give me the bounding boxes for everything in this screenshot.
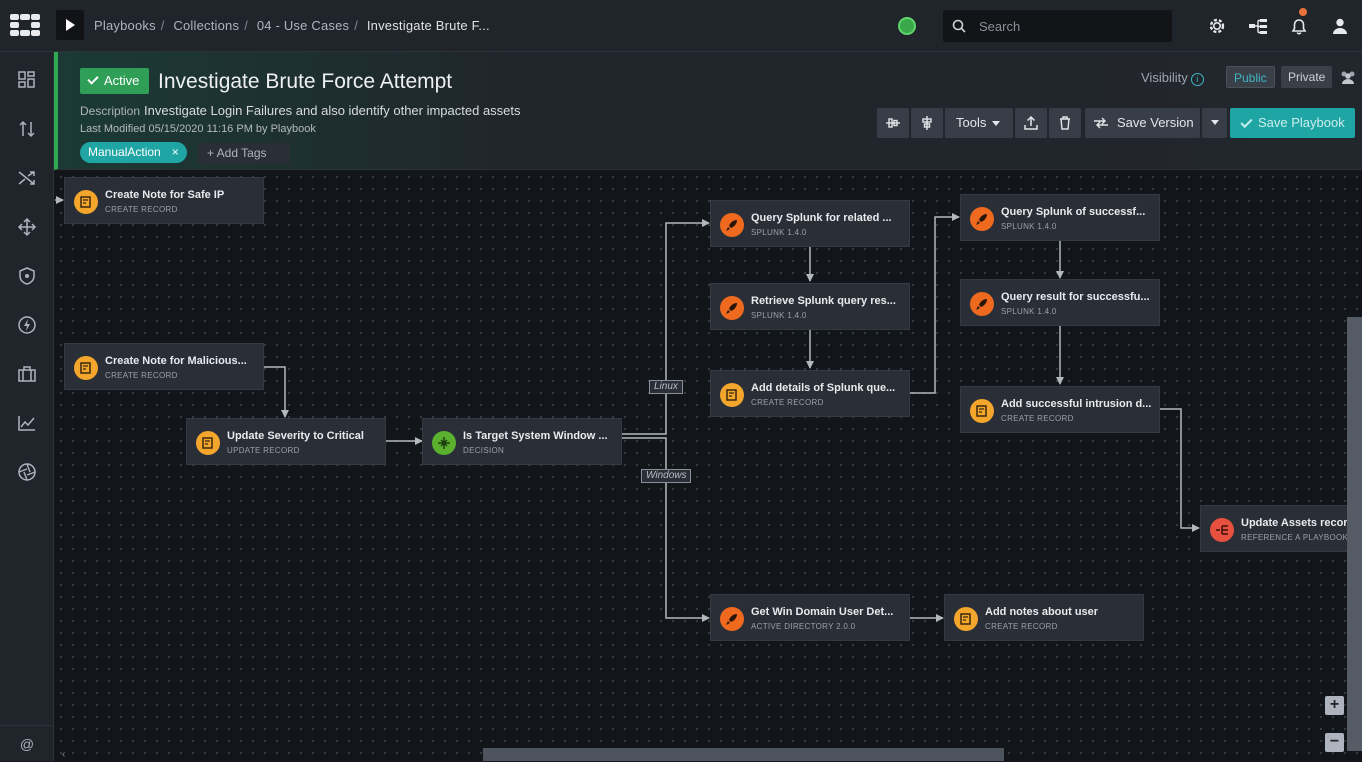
rocket-icon	[970, 207, 994, 231]
step-add-successful-intrusion[interactable]: Add successful intrusion d...CREATE RECO…	[960, 386, 1160, 433]
save-version-button[interactable]: Save Version	[1085, 108, 1200, 138]
active-status-badge[interactable]: Active	[80, 68, 150, 94]
breadcrumb-current: Investigate Brute F...	[366, 18, 490, 33]
playbook-title[interactable]: Investigate Brute Force Attempt	[158, 70, 453, 93]
step-get-win-domain-user[interactable]: Get Win Domain User Det...ACTIVE DIRECTO…	[710, 594, 910, 641]
move-icon[interactable]	[17, 217, 37, 237]
record-icon	[74, 190, 98, 214]
record-icon	[970, 399, 994, 423]
step-decision-target-system[interactable]: Is Target System Window ...DECISION	[422, 418, 622, 465]
connection-status-icon[interactable]	[898, 17, 916, 35]
scroll-left-icon[interactable]: ‹	[62, 749, 66, 760]
rocket-icon	[970, 292, 994, 316]
horizontal-scrollbar[interactable]	[483, 748, 1004, 761]
chevron-down-icon	[992, 121, 1001, 127]
user-icon[interactable]	[1330, 16, 1350, 36]
version-icon	[1094, 117, 1108, 129]
reference-playbook-icon	[1210, 518, 1234, 542]
align-horizontal-icon	[886, 118, 900, 128]
check-icon	[87, 73, 99, 85]
edge-label-windows[interactable]: Windows	[641, 469, 692, 483]
rocket-icon	[720, 213, 744, 237]
step-create-note-malicious[interactable]: Create Note for Malicious...CREATE RECOR…	[64, 343, 264, 390]
workflow-icon[interactable]	[1248, 16, 1268, 36]
fortinet-logo-icon[interactable]	[10, 14, 40, 36]
tools-dropdown[interactable]: Tools	[945, 108, 1013, 138]
rocket-icon	[720, 296, 744, 320]
bell-icon[interactable]	[1289, 16, 1309, 36]
save-version-dropdown[interactable]	[1202, 108, 1227, 138]
save-playbook-button[interactable]: Save Playbook	[1230, 108, 1355, 138]
playbook-header: Active Investigate Brute Force Attempt D…	[54, 52, 1362, 170]
align-vertical-button[interactable]	[911, 108, 943, 138]
check-icon	[1240, 115, 1253, 129]
align-horizontal-button[interactable]	[877, 108, 909, 138]
aperture-icon[interactable]	[17, 462, 37, 482]
chevron-down-icon	[1211, 120, 1219, 125]
step-query-splunk-related[interactable]: Query Splunk for related ...SPLUNK 1.4.0	[710, 200, 910, 247]
search-input[interactable]	[979, 16, 1159, 36]
upload-icon	[1024, 116, 1038, 130]
align-vertical-icon	[922, 116, 932, 130]
top-bar: Playbooks/ Collections/ 04 - Use Cases/ …	[0, 0, 1362, 52]
remove-tag-icon[interactable]: ×	[171, 145, 179, 159]
vertical-scrollbar[interactable]	[1347, 317, 1362, 751]
visibility-public-button[interactable]: Public	[1226, 66, 1275, 88]
step-query-result-successful[interactable]: Query result for successfu...SPLUNK 1.4.…	[960, 279, 1160, 326]
step-query-splunk-successful[interactable]: Query Splunk of successf...SPLUNK 1.4.0	[960, 194, 1160, 241]
zoom-in-button[interactable]: +	[1325, 696, 1344, 715]
search-box[interactable]	[943, 10, 1172, 42]
visibility-private-button[interactable]: Private	[1281, 66, 1333, 88]
record-icon	[196, 431, 220, 455]
breadcrumb-collections[interactable]: Collections	[173, 18, 240, 33]
chart-line-icon[interactable]	[17, 413, 37, 433]
breadcrumb-use-cases[interactable]: 04 - Use Cases	[256, 18, 350, 33]
add-tags-button[interactable]: + Add Tags	[198, 143, 290, 164]
lightning-icon[interactable]	[17, 315, 37, 335]
edge-label-linux[interactable]: Linux	[649, 380, 683, 394]
expand-menu-button[interactable]	[56, 10, 84, 40]
description-text[interactable]: Investigate Login Failures and also iden…	[144, 103, 521, 118]
tag-manualaction[interactable]: ManualAction×	[80, 142, 187, 163]
notification-badge	[1299, 8, 1307, 16]
info-icon[interactable]: i	[1190, 73, 1204, 86]
export-button[interactable]	[1015, 108, 1047, 138]
team-icon[interactable]	[1339, 68, 1357, 86]
step-retrieve-splunk-query[interactable]: Retrieve Splunk query res...SPLUNK 1.4.0	[710, 283, 910, 330]
trash-icon	[1060, 116, 1070, 130]
step-add-details-splunk[interactable]: Add details of Splunk que...CREATE RECOR…	[710, 370, 910, 417]
delete-button[interactable]	[1049, 108, 1081, 138]
connection-lines	[55, 196, 1200, 622]
zoom-out-button[interactable]: −	[1325, 733, 1344, 752]
record-icon	[74, 356, 98, 380]
last-modified: Last Modified 05/15/2020 11:16 PM by Pla…	[80, 123, 316, 135]
breadcrumb-playbooks[interactable]: Playbooks	[94, 18, 156, 33]
sort-arrows-icon[interactable]	[17, 119, 37, 139]
rocket-icon	[720, 607, 744, 631]
left-sidebar: @	[0, 52, 54, 761]
help-button[interactable]: @	[0, 725, 54, 761]
dashboard-icon[interactable]	[17, 70, 37, 90]
breadcrumb: Playbooks/ Collections/ 04 - Use Cases/ …	[94, 18, 490, 33]
decision-icon	[432, 431, 456, 455]
shuffle-icon[interactable]	[17, 168, 37, 188]
search-icon	[952, 19, 966, 33]
record-icon	[954, 607, 978, 631]
record-icon	[720, 383, 744, 407]
shield-icon[interactable]	[17, 266, 37, 286]
gear-icon[interactable]	[1207, 16, 1227, 36]
briefcase-icon[interactable]	[17, 364, 37, 384]
